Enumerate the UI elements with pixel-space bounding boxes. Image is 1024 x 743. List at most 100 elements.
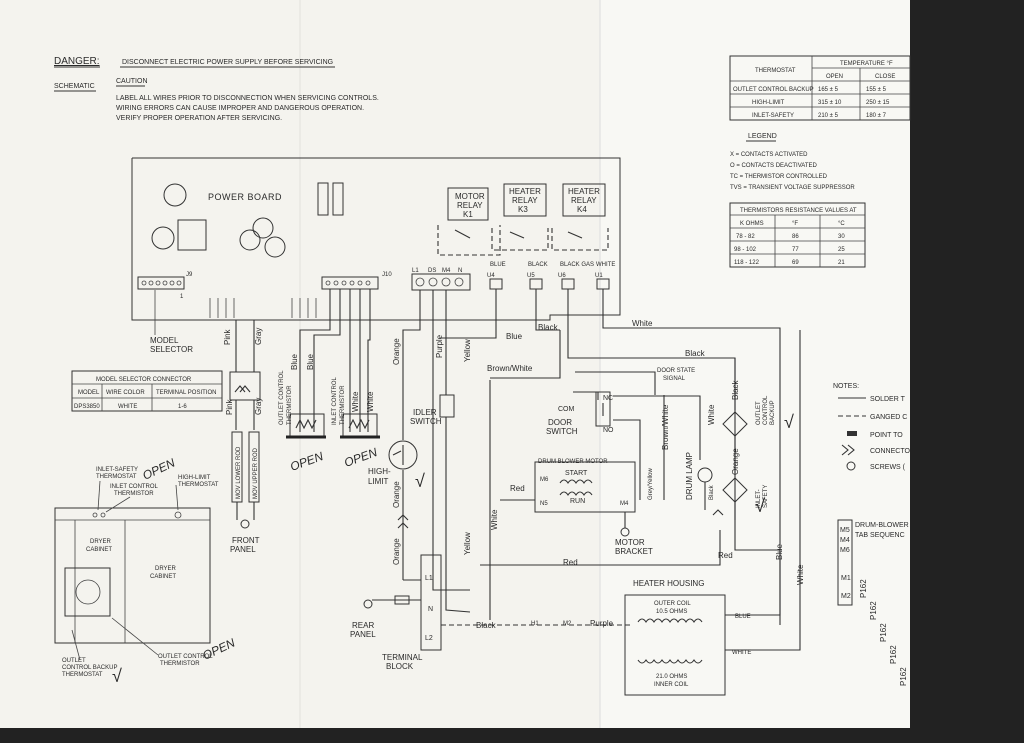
- model-selector-title: MODEL SELECTOR CONNECTOR: [96, 377, 192, 383]
- outer-coil-icon: [637, 618, 703, 623]
- danger-label: DANGER:: [54, 56, 100, 67]
- res-cell: 21: [838, 260, 845, 266]
- wire-label: Orange: [392, 481, 401, 508]
- rear-panel-ground-icon: [363, 599, 373, 609]
- wire-label: Black: [709, 484, 715, 500]
- handwritten-check: √: [112, 666, 122, 686]
- outer-coil-label: OUTER COIL: [654, 601, 691, 607]
- part-code: P162: [859, 579, 868, 598]
- terminal-block-label: BLOCK: [386, 662, 414, 671]
- cabinet-outlet-backup-label: CONTROL BACKUP: [62, 665, 117, 671]
- mov-lower-rod-label: MOV LOWER ROD: [236, 446, 242, 499]
- relay-label: RELAY: [512, 196, 538, 205]
- notes: NOTES: SOLDER T GANGED C POINT TO CONNEC…: [833, 383, 910, 471]
- motor-bracket-label: MOTOR: [615, 538, 645, 547]
- wire-tag: BLACK: [528, 262, 548, 268]
- wire-label: Purple: [435, 334, 444, 358]
- door-switch-label: DOOR: [548, 418, 572, 427]
- wire-label: Red: [563, 558, 578, 567]
- terminal-label: U4: [487, 273, 495, 279]
- caution-label: CAUTION: [116, 78, 148, 85]
- tab-sequence-title: DRUM-BLOWER: [855, 522, 909, 529]
- idler-switch-symbol: [439, 394, 455, 418]
- thermo-row-open: 210 ± 5: [818, 113, 839, 119]
- res-cell: 98 - 102: [734, 247, 757, 253]
- terminal-block: [420, 554, 442, 651]
- thermo-row-name: OUTLET CONTROL BACKUP: [733, 87, 814, 93]
- relay-label: RELAY: [457, 201, 483, 210]
- door-state-label: SIGNAL: [663, 376, 686, 382]
- power-board-title: POWER BOARD: [208, 192, 282, 202]
- power-board: POWER BOARD MOTOR RELAY K1 HEATER RELAY …: [131, 157, 621, 321]
- door-switch-symbol: [595, 391, 611, 427]
- j10-label: J10: [382, 272, 392, 278]
- front-panel-label: FRONT: [232, 536, 260, 545]
- terminal-label: U1: [595, 273, 603, 279]
- relay-label: HEATER: [568, 187, 600, 196]
- wire-label: Blue: [506, 332, 523, 341]
- door-state-label: DOOR STATE: [657, 368, 695, 374]
- mov-upper-rod-label: MOV UPPER ROD: [253, 447, 259, 499]
- wire-label: Purple: [590, 619, 614, 628]
- col-temperature: TEMPERATURE °F: [840, 61, 893, 67]
- ms-cell: WHITE: [118, 404, 137, 410]
- wire-label: Black: [538, 323, 559, 332]
- wire-label: Grey/Yellow: [648, 468, 654, 500]
- thermo-row-close: 155 ± 5: [866, 87, 887, 93]
- outer-coil-label: 10.5 OHMS: [656, 609, 687, 615]
- motor-bracket-label: BRACKET: [615, 547, 653, 556]
- terminal-label: N: [458, 268, 462, 274]
- notes-item: SOLDER T: [870, 396, 906, 403]
- part-code: P162: [889, 645, 898, 664]
- ms-header: WIRE COLOR: [106, 390, 145, 396]
- rear-panel-label: PANEL: [350, 630, 376, 639]
- terminal-block-l2: L2: [425, 635, 433, 642]
- col-open: OPEN: [826, 74, 843, 80]
- relay-label: K3: [518, 205, 528, 214]
- legend-item: TC = THERMISTOR CONTROLLED: [730, 174, 828, 180]
- wire-label: Blue: [290, 353, 299, 370]
- res-cell: 69: [792, 260, 799, 266]
- connector-arrow-icon: [397, 514, 409, 529]
- model-selector-label: MODEL: [150, 336, 179, 345]
- inner-coil-label: INNER COIL: [654, 682, 689, 688]
- pin-label: 1: [180, 294, 184, 300]
- cabinet-outlet-backup-label: THERMOSTAT: [62, 672, 103, 678]
- inlet-thermistor-label: INLET CONTROL: [332, 376, 338, 425]
- terminal-label: U6: [558, 273, 566, 279]
- col-close: CLOSE: [875, 74, 895, 80]
- wire-label: Gray: [254, 328, 263, 345]
- door-switch-label: SWITCH: [546, 427, 578, 436]
- legend-item: O = CONTACTS DEACTIVATED: [730, 163, 818, 169]
- dryer-cabinet-label: DRYER: [155, 566, 177, 572]
- handwritten-check: √: [415, 471, 425, 491]
- resistance-table: THERMISTORS RESISTANCE VALUES AT K OHMS …: [729, 202, 866, 268]
- thermo-row-name: INLET-SAFETY: [752, 113, 794, 119]
- drum-lamp-label: DRUM LAMP: [685, 452, 694, 500]
- front-panel-label: PANEL: [230, 545, 256, 554]
- handwritten-check: √: [755, 496, 765, 516]
- legend-title: LEGEND: [748, 133, 777, 140]
- motor-tab-label: M6: [540, 477, 549, 483]
- outlet-backup-label: CONTROL: [763, 395, 769, 425]
- legend: LEGEND X = CONTACTS ACTIVATED O = CONTAC…: [730, 133, 855, 191]
- caution-line-1: LABEL ALL WIRES PRIOR TO DISCONNECTION W…: [116, 95, 379, 102]
- cabinet-high-limit-label: THERMOSTAT: [178, 482, 219, 488]
- idler-switch-label: SWITCH: [410, 417, 442, 426]
- wire-label: Red: [718, 551, 733, 560]
- door-com-label: COM: [558, 406, 575, 413]
- relay-label: MOTOR: [455, 192, 485, 201]
- terminal-block-label: TERMINAL: [382, 653, 423, 662]
- high-limit-label: LIMIT: [368, 477, 389, 486]
- outlet-backup-label: OUTLET: [756, 401, 762, 425]
- schematic-label: SCHEMATIC: [54, 83, 95, 90]
- wire-label: BLUE: [735, 614, 751, 620]
- wire-label: Black: [685, 349, 706, 358]
- wire-label: Gray: [254, 398, 263, 415]
- board-capacitor-icon: [163, 183, 187, 207]
- dryer-cabinet-label: CABINET: [86, 547, 112, 553]
- rear-panel-label: REAR: [352, 621, 374, 630]
- cabinet-high-limit-label: HIGH-LIMIT: [178, 475, 211, 481]
- notes-item: CONNECTO: [870, 448, 910, 455]
- wire-label: White: [632, 319, 653, 328]
